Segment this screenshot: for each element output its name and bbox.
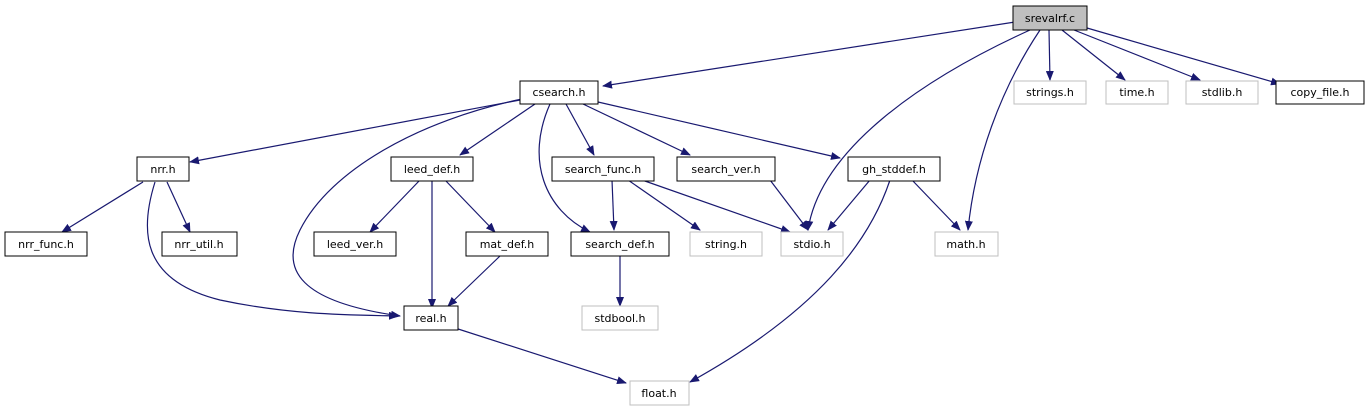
edge-csearch-gh-stddef (597, 101, 841, 160)
node-label: search_ver.h (691, 163, 760, 176)
edge-gh-stddef-float (689, 179, 891, 383)
edge-leed-def-leed-ver (369, 179, 421, 233)
node-nrr[interactable]: nrr.h (136, 156, 190, 182)
node-label: stdio.h (793, 238, 830, 251)
edge-srevalrf-csearch (602, 21, 1016, 89)
node-leed-def[interactable]: leed_def.h (390, 156, 474, 182)
edge-srevalrf-strings (1045, 29, 1054, 81)
node-copy-file[interactable]: copy_file.h (1275, 80, 1365, 105)
edge-csearch-real (292, 98, 523, 319)
edge-srevalrf-copy-file (1086, 27, 1281, 86)
node-label: search_func.h (565, 163, 641, 176)
node-label: leed_ver.h (327, 238, 383, 251)
edge-nrr-nrr-util (166, 181, 191, 233)
node-nrr-func[interactable]: nrr_func.h (4, 231, 88, 257)
node-label: strings.h (1026, 86, 1074, 99)
node-label: nrr_util.h (174, 238, 223, 251)
node-strings[interactable]: strings.h (1013, 80, 1087, 105)
node-label: stdbool.h (595, 312, 646, 325)
edge-gh-stddef-stdio (827, 179, 871, 231)
edge-csearch-search-func (565, 103, 595, 156)
edge-csearch-nrr (189, 99, 521, 165)
node-mat-def[interactable]: mat_def.h (465, 231, 549, 257)
edge-search-ver-stdio (769, 179, 809, 231)
edges (61, 21, 1281, 385)
node-label: gh_stddef.h (862, 163, 926, 176)
edge-nrr-real (146, 181, 399, 320)
node-csearch[interactable]: csearch.h (519, 80, 599, 105)
node-leed-ver[interactable]: leed_ver.h (313, 231, 397, 257)
node-label: csearch.h (532, 86, 585, 99)
edge-csearch-search-def (538, 103, 591, 233)
node-math[interactable]: math.h (934, 231, 999, 257)
edge-search-func-search-def (609, 179, 618, 231)
edge-srevalrf-stdio (805, 29, 1031, 231)
node-label: search_def.h (585, 238, 654, 251)
node-label: mat_def.h (480, 238, 535, 251)
node-label: time.h (1119, 86, 1154, 99)
node-float[interactable]: float.h (629, 380, 690, 406)
node-stdbool[interactable]: stdbool.h (581, 305, 659, 331)
edge-nrr-nrr-func (61, 181, 144, 233)
edge-srevalrf-math (964, 29, 1041, 231)
node-stdlib[interactable]: stdlib.h (1185, 80, 1259, 105)
node-search-func[interactable]: search_func.h (551, 156, 655, 182)
node-real[interactable]: real.h (403, 305, 459, 331)
node-label: srevalrf.c (1025, 12, 1075, 25)
node-label: real.h (415, 312, 446, 325)
node-time[interactable]: time.h (1105, 80, 1169, 105)
node-label: math.h (946, 238, 985, 251)
edge-search-func-stdio (641, 179, 791, 233)
edge-search-func-string (627, 179, 701, 231)
node-stdio[interactable]: stdio.h (780, 231, 844, 257)
edge-mat-def-real (447, 255, 501, 307)
node-srevalrf[interactable]: srevalrf.c (1012, 5, 1088, 31)
edge-csearch-search-ver (582, 103, 691, 156)
node-label: stdlib.h (1202, 86, 1243, 99)
nodes: srevalrf.c csearch.h strings.h time.h st… (4, 5, 1365, 406)
node-label: leed_def.h (404, 163, 460, 176)
node-label: nrr_func.h (18, 238, 74, 251)
edge-gh-stddef-math (911, 179, 961, 231)
node-label: float.h (641, 387, 676, 400)
node-nrr-util[interactable]: nrr_util.h (161, 231, 238, 257)
node-search-def[interactable]: search_def.h (570, 231, 670, 257)
node-label: nrr.h (150, 163, 175, 176)
node-gh-stddef[interactable]: gh_stddef.h (847, 156, 941, 182)
node-search-ver[interactable]: search_ver.h (676, 156, 776, 182)
edge-leed-def-mat-def (444, 179, 496, 233)
node-label: copy_file.h (1291, 86, 1350, 99)
edge-csearch-leed-def (459, 103, 536, 156)
edge-real-float (454, 327, 627, 385)
edge-srevalrf-stdlib (1073, 29, 1201, 81)
node-string[interactable]: string.h (689, 231, 763, 257)
edge-srevalrf-time (1061, 29, 1126, 81)
node-label: string.h (705, 238, 747, 251)
